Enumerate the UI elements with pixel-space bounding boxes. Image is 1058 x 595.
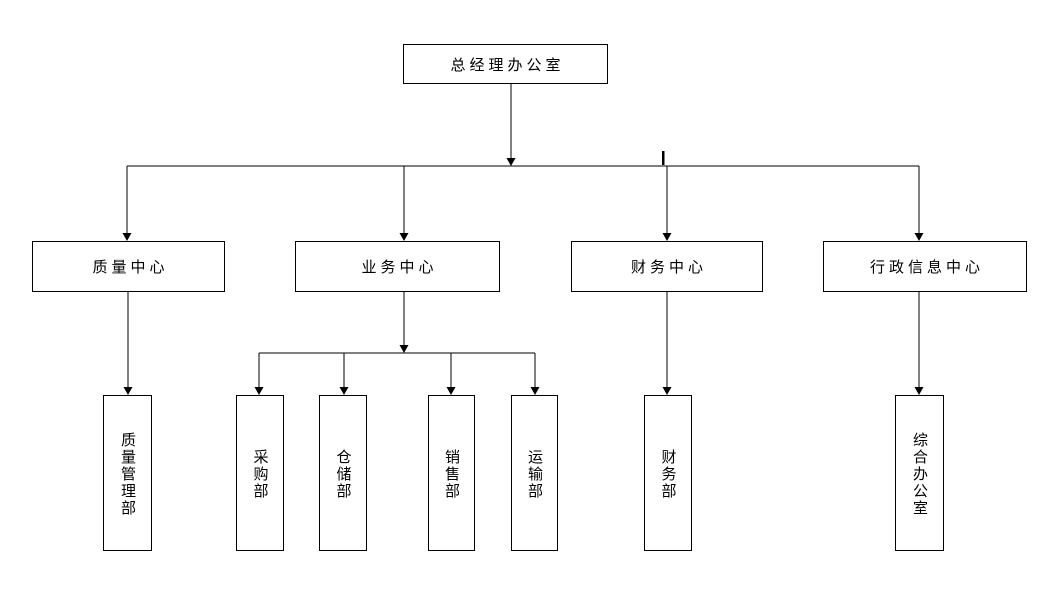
node-transport-dept: 运输部 (511, 395, 558, 551)
node-general-office-label: 综合办公室 (911, 431, 928, 517)
node-general-office: 综合办公室 (895, 395, 944, 551)
node-admin-info-center: 行政信息中心 (823, 241, 1027, 292)
node-quality-center-label: 质量中心 (92, 259, 169, 276)
node-warehouse-dept-label: 仓储部 (334, 448, 352, 500)
node-warehouse-dept: 仓储部 (319, 395, 367, 551)
node-sales-dept-label: 销售部 (443, 448, 460, 500)
node-business-center: 业务中心 (295, 241, 500, 292)
main-rail (127, 151, 919, 167)
node-finance-center-label: 财务中心 (630, 259, 707, 276)
node-purchasing-dept-label: 采购部 (251, 448, 269, 500)
node-quality-mgmt-dept-label: 质量管理部 (119, 431, 136, 517)
node-sales-dept: 销售部 (428, 395, 475, 551)
node-gm-office: 总经理办公室 (403, 44, 608, 84)
node-quality-mgmt-dept: 质量管理部 (103, 395, 152, 551)
business-subrail (258, 352, 536, 388)
node-admin-info-center-label: 行政信息中心 (869, 259, 984, 276)
arrowheads (122, 158, 924, 395)
node-finance-center: 财务中心 (571, 241, 763, 292)
node-finance-dept-label: 财务部 (659, 448, 677, 500)
node-quality-center: 质量中心 (32, 241, 225, 292)
node-transport-dept-label: 运输部 (526, 448, 543, 500)
node-finance-dept: 财务部 (644, 395, 692, 551)
node-gm-office-label: 总经理办公室 (450, 56, 565, 74)
node-purchasing-dept: 采购部 (236, 395, 284, 551)
node-business-center-label: 业务中心 (361, 259, 438, 276)
